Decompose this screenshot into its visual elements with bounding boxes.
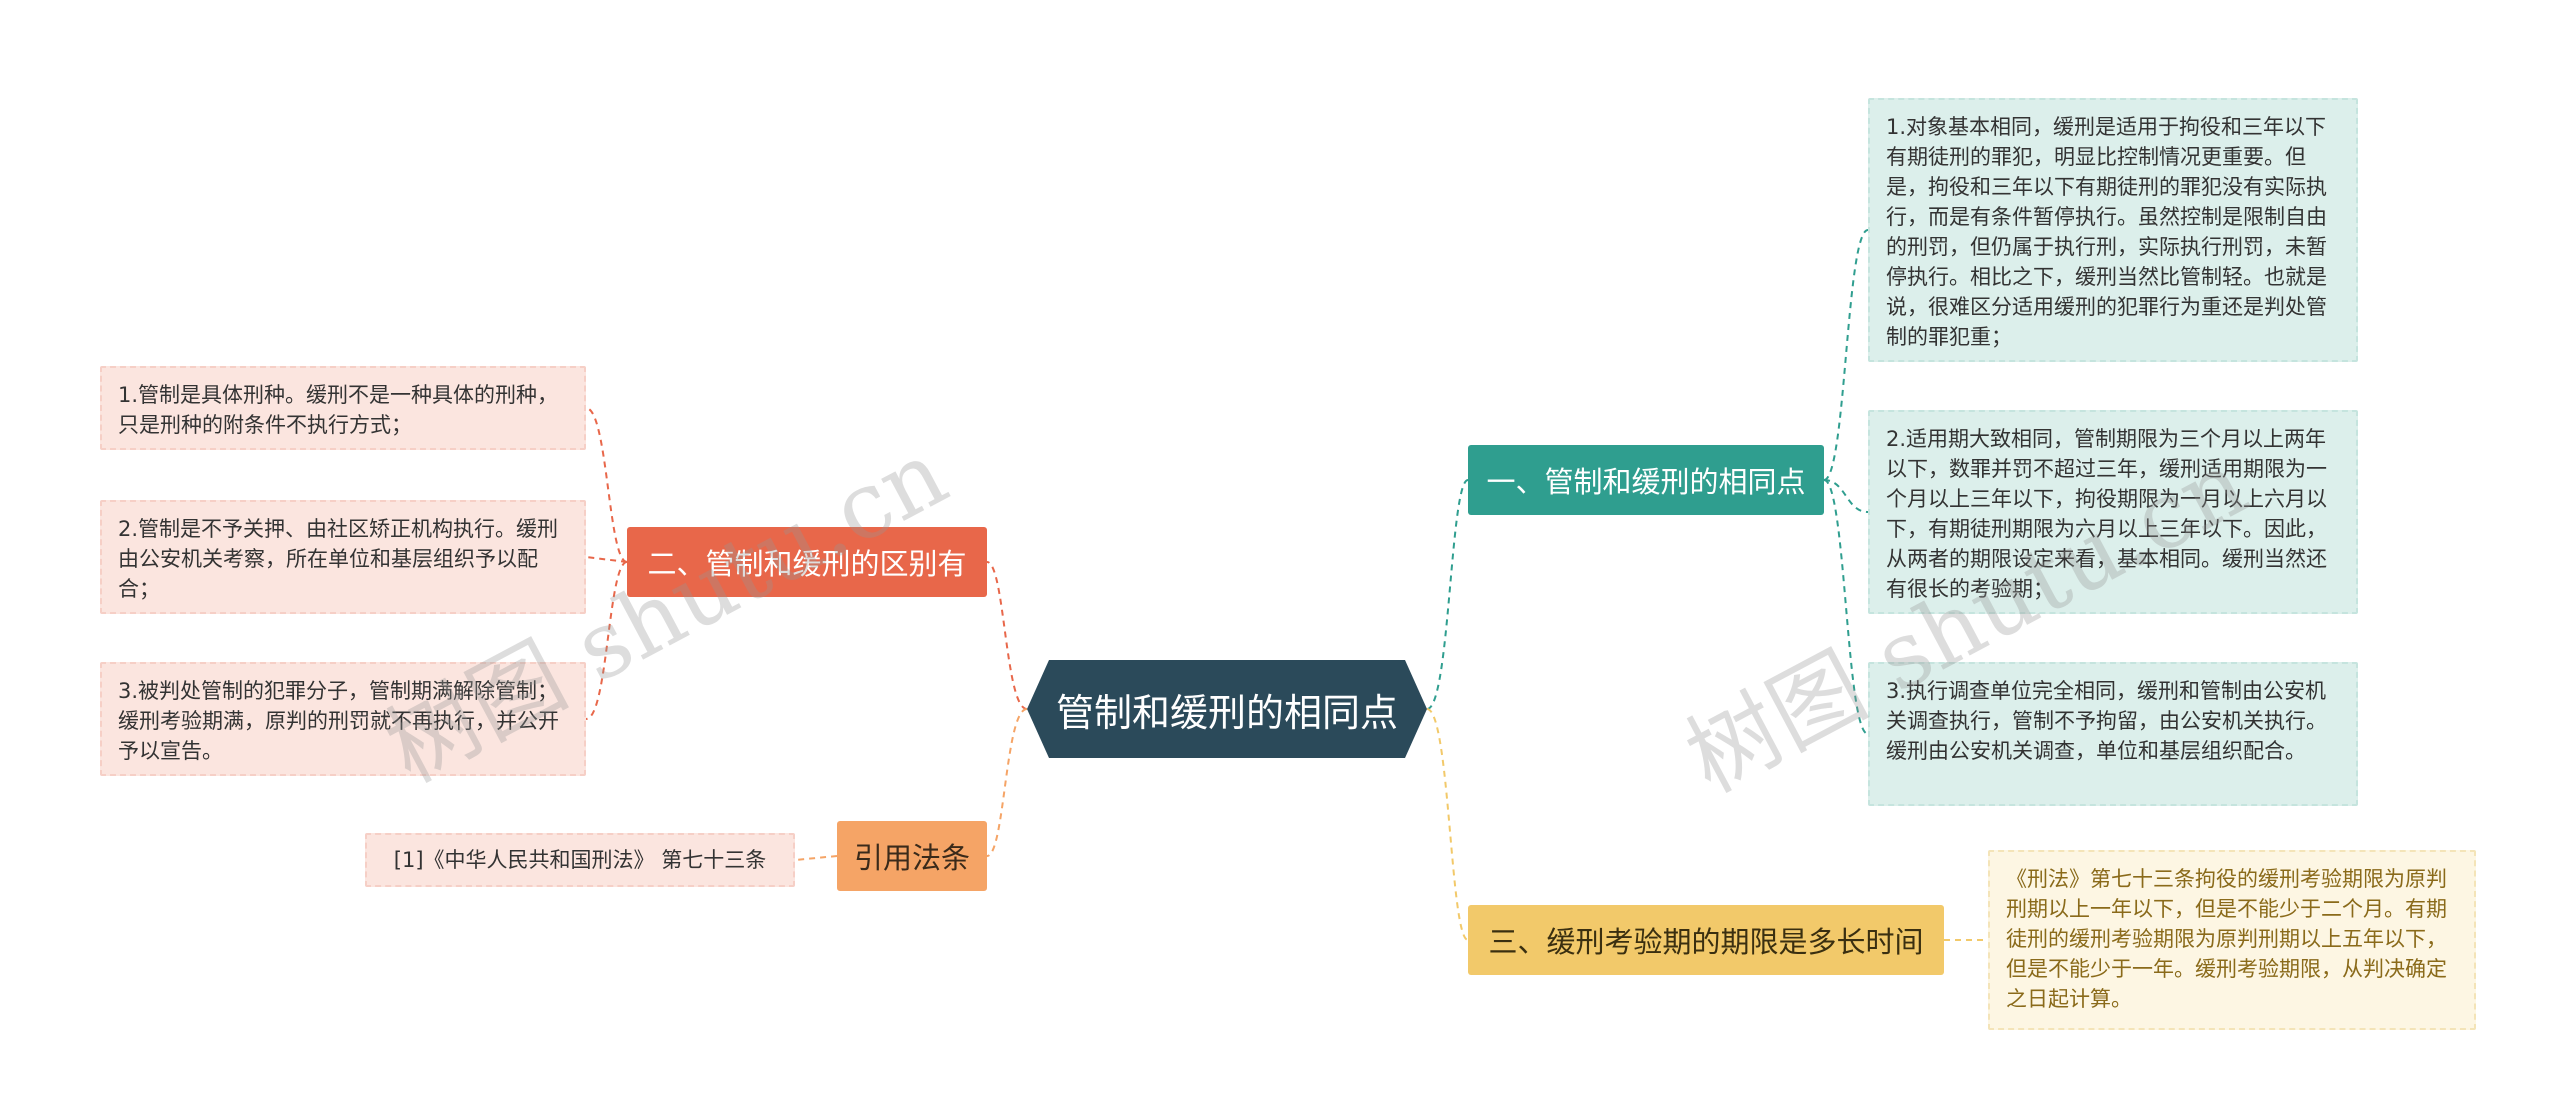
leaf-law-1-text: [1]《中华人民共和国刑法》 第七十三条 (393, 848, 767, 872)
branch-differences-label: 二、管制和缓刑的区别有 (647, 547, 967, 581)
connector-root-probation (1426, 708, 1469, 941)
connector-differences-1 (585, 407, 628, 563)
connector-root-similarities (1426, 479, 1469, 710)
leaf-similarity-3-text: 3.执行调查单位完全相同，缓刑和管制由公安机关调查执行，管制不予拘留，由公安机关… (1886, 679, 2327, 763)
leaf-similarity-2[interactable]: 2.适用期大致相同，管制期限为三个月以上两年以下，数罪并罚不超过三年，缓刑适用期… (1868, 410, 2358, 614)
branch-similarities-label: 一、管制和缓刑的相同点 (1486, 465, 1806, 499)
leaf-difference-1[interactable]: 1.管制是具体刑种。缓刑不是一种具体的刑种，只是刑种的附条件不执行方式； (100, 366, 586, 450)
leaf-probation-1[interactable]: 《刑法》第七十三条拘役的缓刑考验期限为原判刑期以上一年以下，但是不能少于二个月。… (1988, 850, 2476, 1030)
leaf-similarity-3[interactable]: 3.执行调查单位完全相同，缓刑和管制由公安机关调查执行，管制不予拘留，由公安机关… (1868, 662, 2358, 806)
leaf-difference-2-text: 2.管制是不予关押、由社区矫正机构执行。缓刑由公安机关考察，所在单位和基层组织予… (118, 517, 559, 601)
leaf-similarity-1[interactable]: 1.对象基本相同，缓刑是适用于拘役和三年以下有期徒刑的罪犯，明显比控制情况更重要… (1868, 98, 2358, 362)
branch-probation[interactable]: 三、缓刑考验期的期限是多长时间 (1468, 905, 1944, 975)
connector-similarities-2 (1823, 479, 1869, 513)
connector-root-differences (986, 561, 1028, 710)
leaf-difference-3[interactable]: 3.被判处管制的犯罪分子，管制期满解除管制；缓刑考验期满，原判的刑罚就不再执行，… (100, 662, 586, 776)
branch-differences[interactable]: 二、管制和缓刑的区别有 (627, 527, 987, 597)
leaf-probation-1-text: 《刑法》第七十三条拘役的缓刑考验期限为原判刑期以上一年以下，但是不能少于二个月。… (2006, 867, 2447, 1011)
connector-root-law (986, 708, 1028, 857)
leaf-difference-2[interactable]: 2.管制是不予关押、由社区矫正机构执行。缓刑由公安机关考察，所在单位和基层组织予… (100, 500, 586, 614)
root-node[interactable]: 管制和缓刑的相同点 (1027, 660, 1427, 758)
connector-law-1 (794, 855, 838, 861)
root-label: 管制和缓刑的相同点 (1055, 690, 1398, 735)
connector-differences-3 (585, 561, 628, 720)
connector-similarities-1 (1823, 229, 1869, 481)
connector-differences-2 (585, 556, 628, 563)
branch-probation-label: 三、缓刑考验期的期限是多长时间 (1488, 925, 1924, 959)
leaf-difference-1-text: 1.管制是具体刑种。缓刑不是一种具体的刑种，只是刑种的附条件不执行方式； (118, 383, 559, 437)
leaf-law-1[interactable]: [1]《中华人民共和国刑法》 第七十三条 (365, 833, 795, 887)
leaf-similarity-1-text: 1.对象基本相同，缓刑是适用于拘役和三年以下有期徒刑的罪犯，明显比控制情况更重要… (1886, 115, 2327, 349)
branch-similarities[interactable]: 一、管制和缓刑的相同点 (1468, 445, 1824, 515)
branch-law[interactable]: 引用法条 (837, 821, 987, 891)
branch-law-label: 引用法条 (853, 841, 970, 875)
leaf-difference-3-text: 3.被判处管制的犯罪分子，管制期满解除管制；缓刑考验期满，原判的刑罚就不再执行，… (118, 679, 559, 763)
leaf-similarity-2-text: 2.适用期大致相同，管制期限为三个月以上两年以下，数罪并罚不超过三年，缓刑适用期… (1886, 427, 2327, 601)
connector-similarities-3 (1823, 479, 1869, 735)
